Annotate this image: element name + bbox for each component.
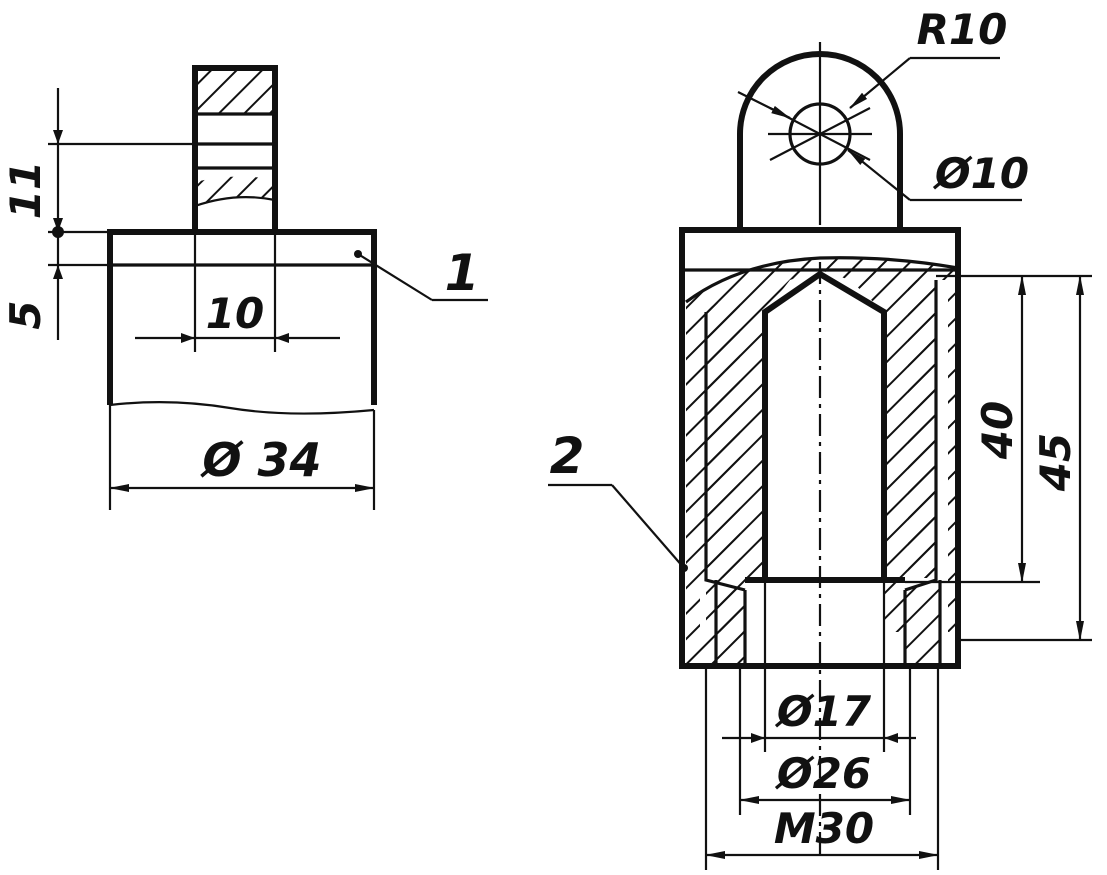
leader-line (847, 149, 911, 201)
lug-outline (192, 65, 278, 232)
dim-45: 45 (1031, 433, 1080, 492)
dim-r10: R10 (917, 5, 1008, 54)
break-line (685, 256, 959, 304)
dim-d17: Ø17 (775, 687, 872, 736)
lug-section-bottom (195, 176, 275, 206)
hatch-right-wall (908, 280, 936, 578)
lug (192, 65, 278, 232)
lug-section-top (195, 68, 275, 114)
dim-m30: M30 (774, 804, 874, 853)
break-line (109, 401, 375, 415)
arrowhead (53, 265, 63, 279)
leader-line (357, 253, 433, 301)
dim-40: 40 (973, 401, 1022, 460)
eye-lug (737, 42, 903, 230)
dimension-d10: Ø10 (847, 149, 1029, 202)
leader-line (849, 57, 911, 109)
callout-number: 2 (550, 427, 585, 485)
inner-wall-right (904, 280, 938, 592)
arrowhead (275, 333, 289, 343)
bore-outline (762, 270, 887, 580)
dimension-r10: R10 (737, 5, 1008, 119)
dim-11: 11 (1, 161, 50, 219)
dimension-height: 11 5 (1, 88, 195, 340)
callout-2: 2 (548, 427, 688, 572)
leader-dot (354, 250, 362, 258)
dim-d34: Ø 34 (199, 433, 321, 487)
hatch-body (686, 257, 958, 632)
dimension-dot (52, 226, 64, 238)
hatch-left-wall (700, 292, 740, 578)
left-view: 11 5 10 Ø 34 1 (1, 65, 488, 510)
body-outline (107, 229, 377, 405)
leader-dot (680, 564, 688, 572)
arrowhead (53, 130, 63, 144)
hatch-thread-left (706, 580, 745, 665)
dimension-depth: 40 45 (905, 274, 1092, 642)
radius-arrow (737, 91, 791, 119)
dimension-bottom: Ø17 Ø26 M30 (704, 582, 940, 870)
arrowhead (884, 733, 898, 743)
callout-number: 1 (445, 244, 480, 302)
dim-5: 5 (1, 300, 50, 329)
hatch-thread-right (905, 580, 940, 665)
dimension-diameter: Ø 34 (108, 405, 376, 510)
center-line (769, 107, 871, 161)
hatch-outer-left (686, 632, 706, 665)
leader-line (611, 484, 685, 569)
arrowhead (751, 733, 765, 743)
body-outline (679, 227, 961, 669)
body-section (679, 227, 961, 860)
right-view: R10 Ø10 (548, 5, 1092, 870)
dim-d26: Ø26 (775, 749, 871, 798)
body (107, 229, 377, 415)
callout-1: 1 (354, 244, 488, 302)
dim-10: 10 (206, 289, 264, 338)
arrowhead (53, 218, 63, 232)
dim-d10: Ø10 (933, 149, 1029, 198)
inner-wall-left (704, 312, 746, 592)
break-line (194, 196, 276, 208)
dimension-lug-width: 10 (135, 232, 340, 352)
arrowhead (181, 333, 195, 343)
